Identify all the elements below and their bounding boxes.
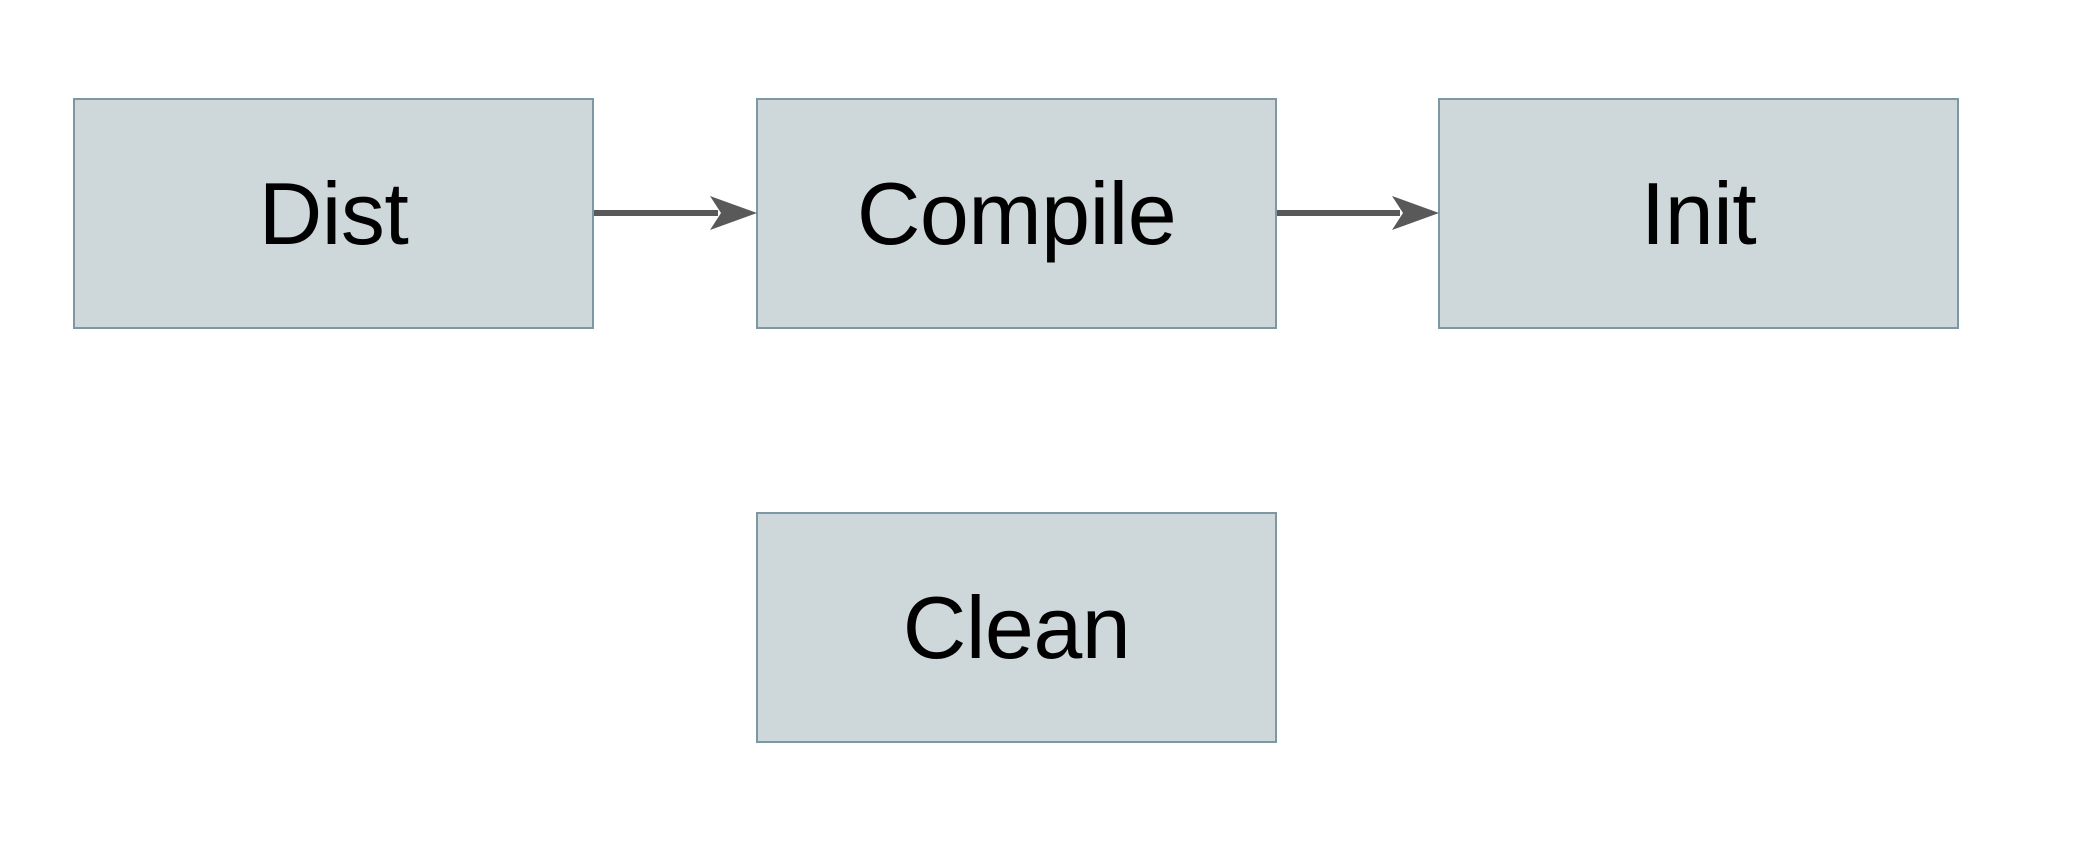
node-dist[interactable]: Dist <box>73 98 594 329</box>
node-compile-label: Compile <box>856 163 1177 263</box>
node-init[interactable]: Init <box>1438 98 1959 329</box>
node-init-label: Init <box>1640 163 1757 263</box>
arrow-icon <box>594 196 757 230</box>
edge-dist-to-compile[interactable] <box>594 193 757 233</box>
edge-compile-to-init[interactable] <box>1277 193 1439 233</box>
arrow-icon <box>1277 196 1439 230</box>
node-compile[interactable]: Compile <box>756 98 1277 329</box>
node-dist-label: Dist <box>258 163 409 263</box>
node-clean[interactable]: Clean <box>756 512 1277 743</box>
node-clean-label: Clean <box>902 577 1131 677</box>
